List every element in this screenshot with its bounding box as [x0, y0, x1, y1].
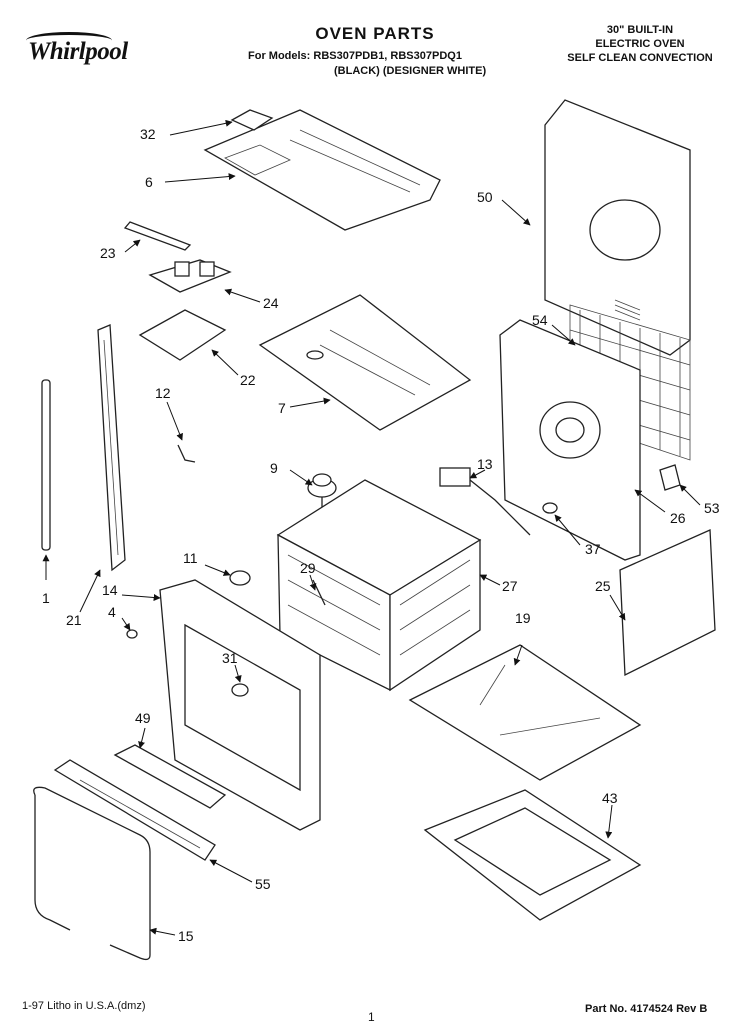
part-label-24: 24: [263, 295, 279, 311]
part-15-gasket: [33, 786, 151, 961]
part-49-trim: [113, 744, 227, 809]
part-label-37: 37: [585, 541, 601, 557]
part-label-12: 12: [155, 385, 171, 401]
part-label-55: 55: [255, 876, 271, 892]
part-31-switch: [231, 683, 249, 697]
part-23-bracket: [123, 221, 192, 251]
part-label-43: 43: [602, 790, 618, 806]
part-27-oven-cavity: [276, 479, 482, 692]
part-label-23: 23: [100, 245, 116, 261]
part-7-mid-panel: [258, 294, 472, 431]
part-label-13: 13: [477, 456, 493, 472]
part-26-fan-panel: [499, 319, 641, 561]
page-title: OVEN PARTS: [315, 24, 435, 43]
part-label-22: 22: [240, 372, 256, 388]
part-label-53: 53: [704, 500, 720, 516]
part-9-knob: [307, 473, 337, 530]
part-13-sensor: [439, 467, 531, 536]
part-label-21: 21: [66, 612, 82, 628]
product-line-2: ELECTRIC OVEN: [595, 38, 685, 50]
footer-page-number: 1: [368, 1010, 375, 1024]
part-11-bulb: [229, 570, 251, 586]
part-label-32: 32: [140, 126, 156, 142]
part-label-54: 54: [532, 312, 548, 328]
part-21-side-trim: [97, 324, 126, 572]
part-label-27: 27: [502, 578, 518, 594]
variants-line: (BLACK) (DESIGNER WHITE): [334, 65, 487, 77]
part-label-9: 9: [270, 460, 278, 476]
part-19-rack: [408, 644, 642, 781]
part-25-side-panel: [619, 529, 716, 677]
part-label-6: 6: [145, 174, 153, 190]
product-line-1: 30" BUILT-IN: [606, 24, 674, 36]
part-label-7: 7: [278, 400, 286, 416]
part-14-front-frame: [159, 579, 321, 831]
part-32-plate: [230, 109, 274, 131]
models-line: For Models: RBS307PDB1, RBS307PDQ1: [248, 50, 462, 62]
footer-part-number: Part No. 4174524 Rev B: [585, 1003, 708, 1015]
part-label-1: 1: [42, 590, 50, 606]
part-label-25: 25: [595, 578, 611, 594]
part-label-50: 50: [477, 189, 493, 205]
part-24-switch-assembly: [148, 259, 232, 293]
part-50-back-panel: [544, 99, 691, 356]
footer-litho: 1-97 Litho in U.S.A.(dmz): [22, 1000, 146, 1012]
part-37-nut: [542, 502, 558, 514]
part-43-pan: [423, 789, 642, 921]
part-label-19: 19: [515, 610, 531, 626]
part-label-49: 49: [135, 710, 151, 726]
product-line-3: SELF CLEAN CONVECTION: [567, 52, 713, 64]
logo-swoosh: [26, 32, 112, 49]
part-label-26: 26: [670, 510, 686, 526]
leader-lines: [42, 119, 701, 936]
part-label-31: 31: [222, 650, 238, 666]
part-label-11: 11: [183, 550, 198, 566]
part-55-vent-trim: [53, 759, 216, 861]
part-1-rod: [41, 379, 51, 551]
part-4-screw: [126, 629, 138, 639]
part-label-29: 29: [300, 560, 316, 576]
part-12-hinge: [177, 444, 196, 463]
part-22-plate: [138, 309, 227, 361]
whirlpool-logo: Whirlpool: [28, 38, 128, 65]
part-6-top-panel: [203, 109, 441, 231]
part-53-clip: [659, 464, 681, 491]
part-label-4: 4: [108, 604, 116, 620]
part-label-15: 15: [178, 928, 194, 944]
part-label-14: 14: [102, 582, 118, 598]
